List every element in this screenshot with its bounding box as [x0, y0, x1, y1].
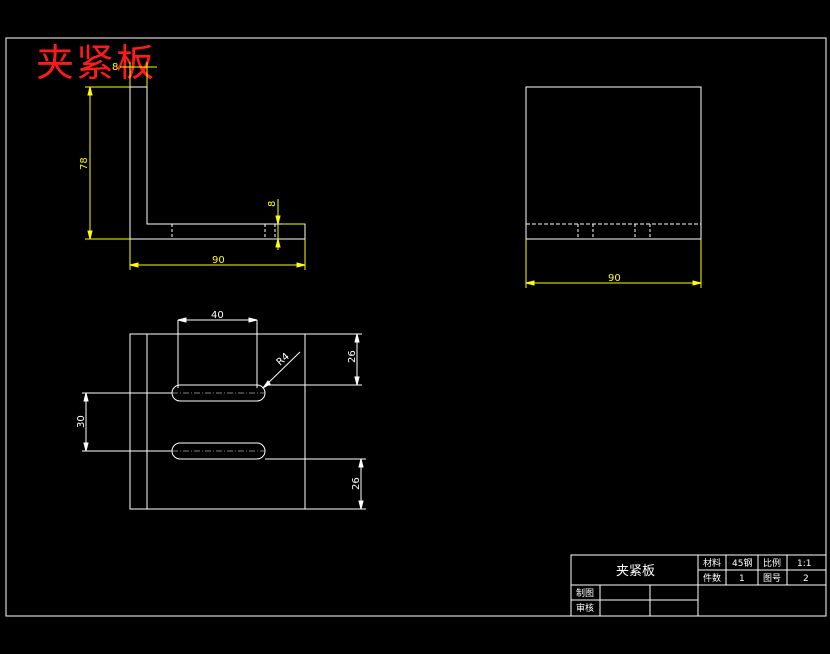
top-view-dimensions — [82, 317, 366, 510]
dim-front-height: 78 — [79, 157, 90, 170]
side-view-outline — [525, 86, 702, 240]
top-view-outline — [129, 333, 306, 510]
title-block-part-name: 夹紧板 — [616, 564, 655, 579]
drawing-frame — [5, 37, 827, 617]
dim-front-top-thickness: 8 — [112, 62, 118, 73]
dim-slot-radius: R4 — [275, 351, 292, 368]
dim-front-length: 90 — [212, 255, 225, 266]
front-view-dimensions — [85, 62, 306, 270]
title-block-scale-label: 比例 — [763, 557, 781, 569]
side-view-dimensions — [525, 239, 702, 288]
title-block-drawing-no-label: 图号 — [763, 573, 781, 584]
title-block-scale-value: 1:1 — [797, 559, 811, 569]
dim-side-length: 90 — [608, 273, 621, 284]
title-block — [570, 554, 827, 617]
drawing-title: 夹紧板 — [36, 41, 157, 85]
dim-slot-length: 40 — [211, 310, 224, 321]
dim-top-offset: 26 — [347, 350, 358, 363]
title-block-drawing-no-value: 2 — [803, 574, 809, 584]
title-block-material-label: 材料 — [703, 557, 721, 569]
dim-bottom-offset: 26 — [351, 477, 362, 490]
dim-front-side-thickness: 8 — [267, 201, 278, 207]
title-block-drawn-by-label: 制图 — [576, 587, 594, 599]
title-block-checked-by-label: 审核 — [576, 602, 594, 614]
title-block-quantity-label: 件数 — [703, 572, 721, 584]
title-block-material-value: 45钢 — [732, 557, 752, 569]
dim-slot-spacing: 30 — [76, 415, 87, 428]
top-view — [129, 333, 306, 510]
title-block-quantity-value: 1 — [739, 574, 745, 584]
side-view — [525, 86, 702, 240]
